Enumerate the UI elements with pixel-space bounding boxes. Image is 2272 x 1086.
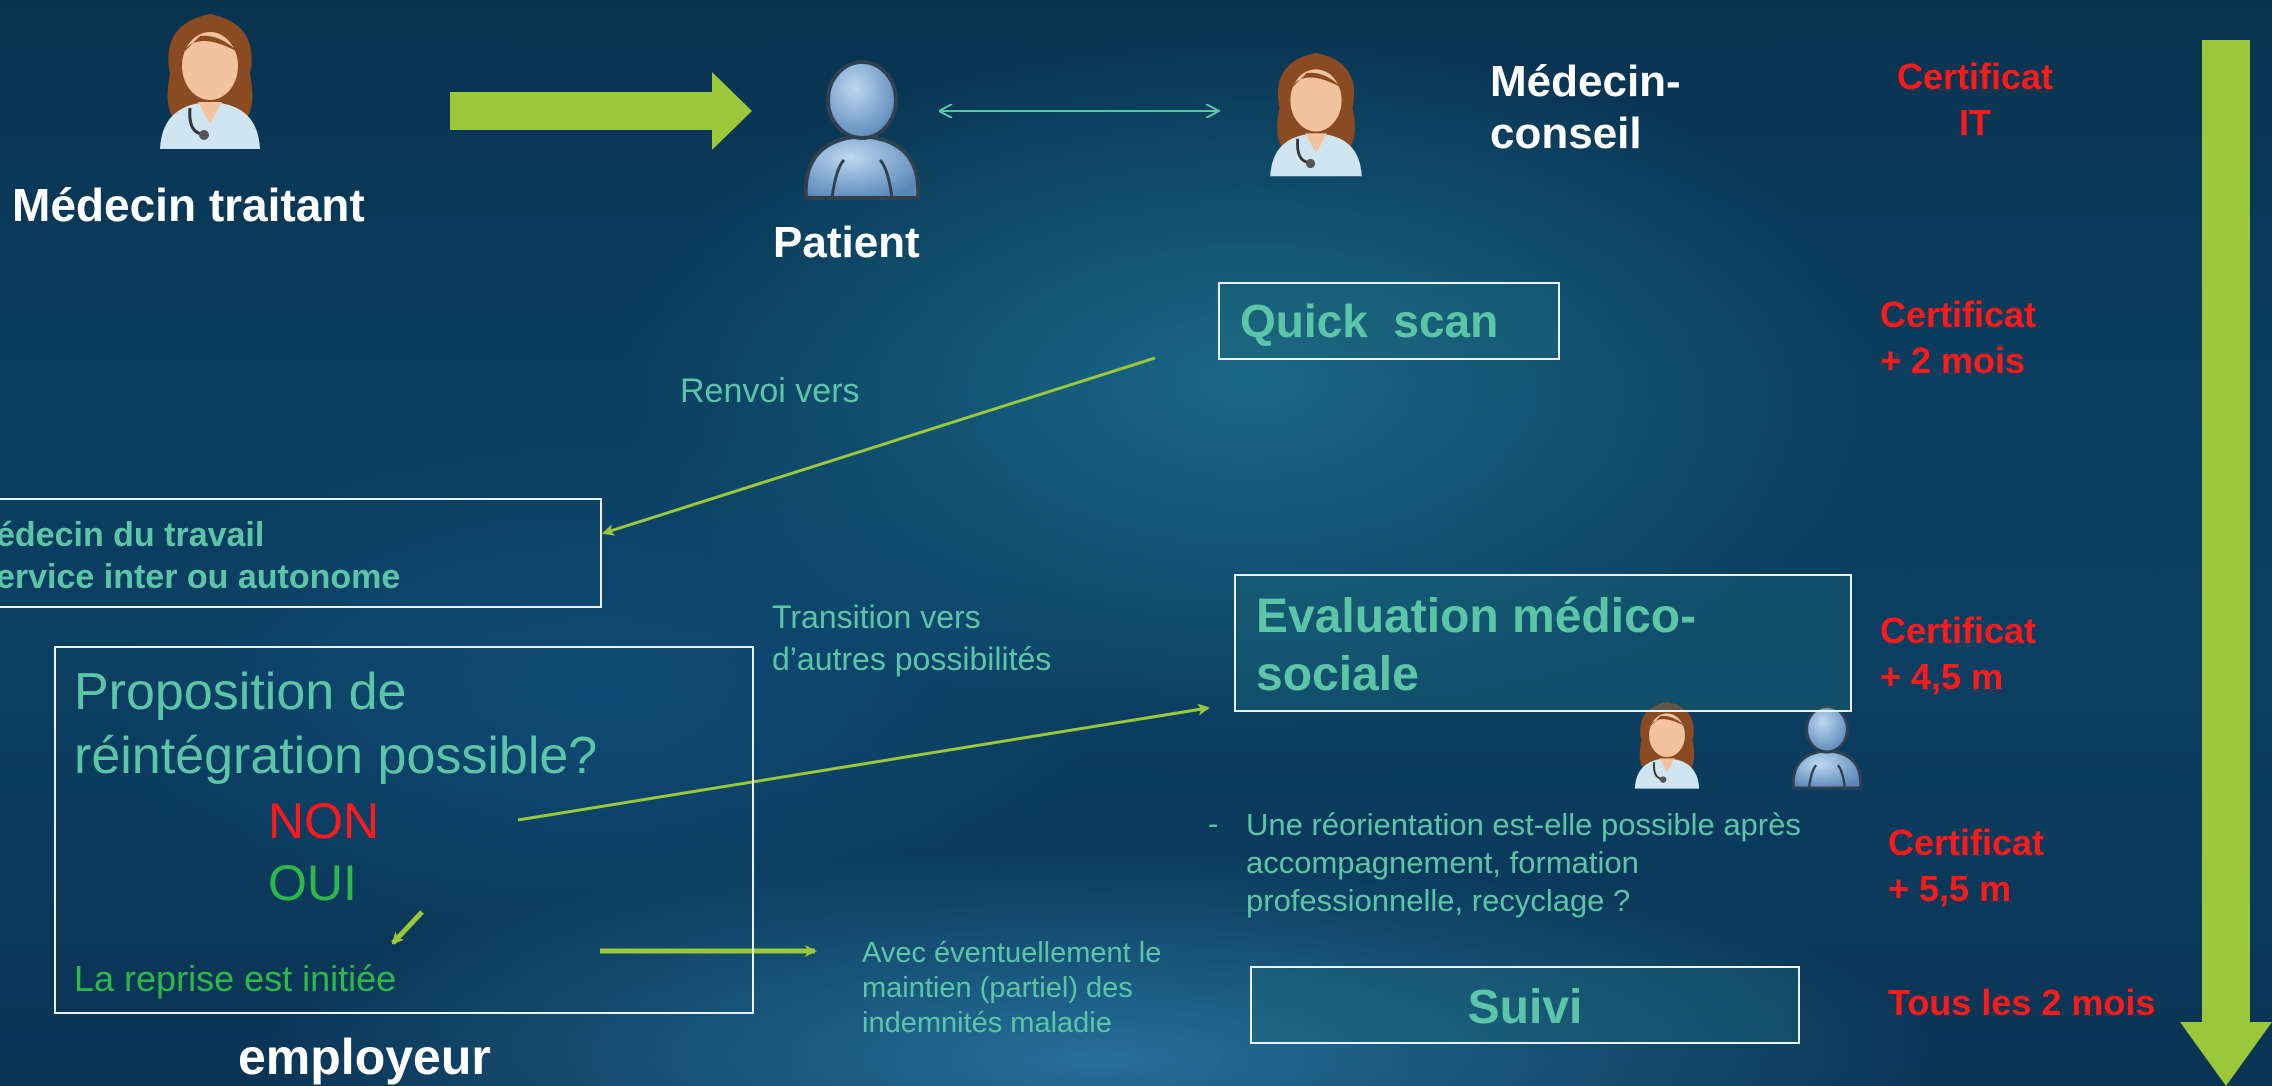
reorientation-line3: professionnelle, recyclage ? — [1246, 883, 1631, 918]
timeline-certificat-2m: Certificat + 2 mois — [1880, 292, 2040, 384]
timeline-t1-line2: IT — [1959, 102, 1991, 143]
patient-icon — [792, 48, 932, 208]
timeline-tous-les-2-mois: Tous les 2 mois — [1888, 982, 2156, 1023]
timeline-t1-line1: Certificat — [1896, 56, 2054, 97]
timeline-t2-line2: + 2 mois — [1880, 340, 2026, 381]
transition-arrow — [517, 703, 1210, 822]
renvoi-arrow — [602, 356, 1156, 536]
evaluation-line2: sociale — [1256, 648, 1419, 701]
non-option: NON — [268, 793, 380, 849]
timeline-certificat-4-5m: Certificat + 4,5 m — [1880, 608, 2040, 700]
timeline-t4-line2: + 5,5 m — [1888, 868, 2012, 909]
medecin-travail-box: édecin du travail ervice inter ou autono… — [0, 498, 602, 608]
maintien-line3: indemnités maladie — [862, 1007, 1112, 1039]
reorientation-line2: accompagnement, formation — [1246, 845, 1639, 880]
reorientation-text: Une réorientation est-elle possible aprè… — [1246, 806, 1801, 920]
medecin-conseil-line2: conseil — [1490, 109, 1642, 158]
medecin-travail-line1: édecin du travail — [0, 516, 265, 554]
timeline-certificat-5-5m: Certificat + 5,5 m — [1888, 820, 2048, 912]
suivi-label: Suivi — [1467, 981, 1583, 1034]
maintien-label: Avec éventuellement le maintien (partiel… — [862, 936, 1161, 1041]
medecin-travail-line2: ervice inter ou autonome — [0, 558, 401, 596]
proposition-question: Proposition de réintégration possible? — [74, 660, 597, 788]
timeline-certificat-it: Certificat IT — [1880, 54, 2070, 146]
doctor-icon — [1252, 40, 1380, 180]
maintien-line2: maintien (partiel) des — [862, 972, 1133, 1004]
proposition-line2: réintégration possible? — [74, 727, 598, 785]
transition-line1: Transition vers — [772, 599, 981, 635]
proposition-box: Proposition de réintégration possible? N… — [54, 646, 754, 1014]
medecin-traitant-label: Médecin traitant — [12, 179, 365, 231]
suivi-box: Suivi — [1250, 966, 1800, 1044]
timeline-t4-line1: Certificat — [1888, 822, 2045, 863]
oui-option: OUI — [268, 855, 357, 911]
employeur-label: employeur — [238, 1029, 491, 1085]
doctor-icon — [1622, 692, 1712, 792]
doctor-icon — [140, 4, 280, 149]
evaluation-label: Evaluation médico- sociale — [1256, 588, 1696, 704]
transition-label: Transition vers d’autres possibilités — [772, 596, 1051, 680]
timeline-arrow — [2180, 40, 2272, 1086]
medecin-conseil-line1: Médecin- — [1490, 57, 1681, 106]
renvoi-label: Renvoi vers — [680, 372, 860, 410]
reprise-label: La reprise est initiée — [74, 958, 397, 999]
maintien-line1: Avec éventuellement le — [862, 937, 1162, 969]
reorientation-bullet: - — [1208, 806, 1219, 841]
patient-label: Patient — [773, 218, 920, 267]
medecin-conseil-label: Médecin- conseil — [1490, 56, 1681, 160]
evaluation-line1: Evaluation médico- — [1256, 590, 1697, 643]
timeline-t2-line1: Certificat — [1880, 294, 2037, 335]
evaluation-box: Evaluation médico- sociale — [1234, 574, 1852, 712]
reorientation-line1: Une réorientation est-elle possible aprè… — [1246, 807, 1801, 842]
main-flow-arrow — [450, 72, 752, 150]
quick-scan-label: Quick scan — [1240, 295, 1499, 347]
timeline-t3-line1: Certificat — [1880, 610, 2037, 651]
patient-icon — [1780, 698, 1874, 794]
proposition-line1: Proposition de — [74, 663, 407, 721]
timeline-t3-line2: + 4,5 m — [1880, 656, 2004, 697]
oui-arrow — [391, 910, 424, 945]
medecin-travail-label: édecin du travail ervice inter ou autono… — [0, 514, 400, 598]
quick-scan-box: Quick scan — [1218, 282, 1560, 360]
transition-line2: d’autres possibilités — [772, 641, 1052, 677]
